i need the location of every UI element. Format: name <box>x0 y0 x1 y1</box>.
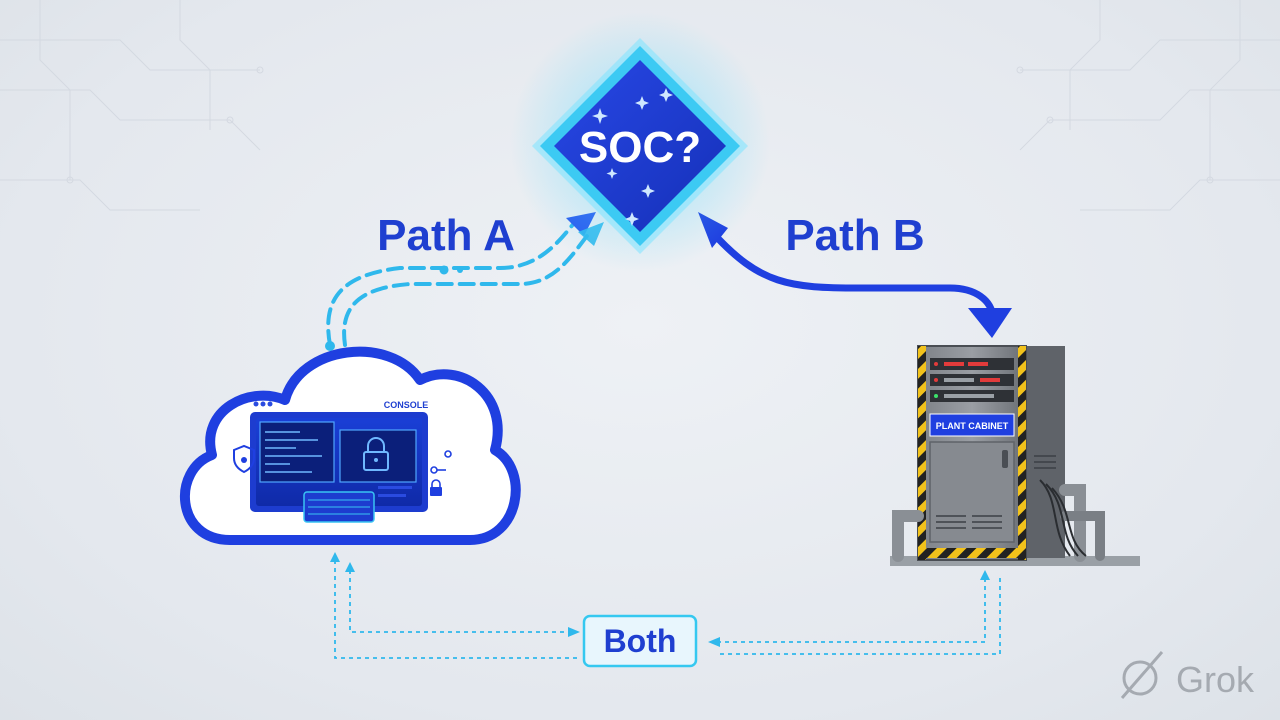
both-arrow-to-cloud-1 <box>330 552 340 562</box>
keyboard-keys <box>308 499 370 515</box>
shield-icon <box>233 444 255 474</box>
both-connectors <box>334 560 1001 659</box>
soc-diamond <box>554 60 726 232</box>
path-a-start-dot <box>325 341 335 351</box>
plant-cabinet[interactable]: PLANT CABINET <box>890 345 1140 566</box>
grok-logo-icon <box>1120 651 1164 699</box>
soc-label: SOC? <box>579 123 701 172</box>
grok-watermark: Grok <box>1120 651 1255 700</box>
background-circuit-right <box>1016 0 1280 211</box>
cabinet-pipes <box>892 484 1105 562</box>
path-a-mid-dot-small <box>457 267 463 273</box>
key-icon <box>430 450 452 474</box>
soc-sparkles <box>592 88 673 226</box>
both-arrow-to-cabinet <box>980 570 990 580</box>
both-arrow-from-cabinet <box>708 637 720 647</box>
path-a-label: Path A <box>377 211 515 260</box>
hazard-stripe-bottom <box>926 548 1018 558</box>
padlock-icon <box>363 437 389 471</box>
both-arrow-to-cloud-2 <box>345 562 355 572</box>
cabinet-cables <box>1039 479 1087 557</box>
cabinet-label: PLANT CABINET <box>936 421 1009 431</box>
hazard-stripe-left <box>918 346 926 560</box>
both-arrow-from-cloud <box>568 627 580 637</box>
small-lock-icon <box>430 479 442 496</box>
both-label: Both <box>604 623 677 659</box>
cloud-console[interactable]: CONSOLE <box>179 346 521 545</box>
console-status-bars <box>378 486 412 497</box>
console-dots <box>253 401 273 407</box>
soc-node[interactable]: SOC? <box>510 12 770 272</box>
both-box <box>582 614 698 668</box>
cabinet-side <box>1025 346 1065 558</box>
path-a-connector <box>326 220 592 347</box>
cabinet-vents <box>936 455 1056 529</box>
both-node[interactable]: Both <box>582 614 698 668</box>
console-label: CONSOLE <box>384 400 429 410</box>
cabinet-label-plate <box>929 413 1015 437</box>
grok-wordmark: Grok <box>1176 659 1255 700</box>
path-b-arrowhead-bottom <box>968 308 1012 338</box>
console-code-lines <box>265 431 322 473</box>
background-circuit-left <box>0 0 264 211</box>
cabinet-door <box>929 441 1015 543</box>
path-a-mid-dot <box>439 265 449 275</box>
path-b-label: Path B <box>785 211 924 260</box>
hazard-stripe-right <box>1018 346 1026 560</box>
cabinet-handle <box>1002 450 1008 468</box>
cabinet-equipment-rack <box>930 358 1014 402</box>
